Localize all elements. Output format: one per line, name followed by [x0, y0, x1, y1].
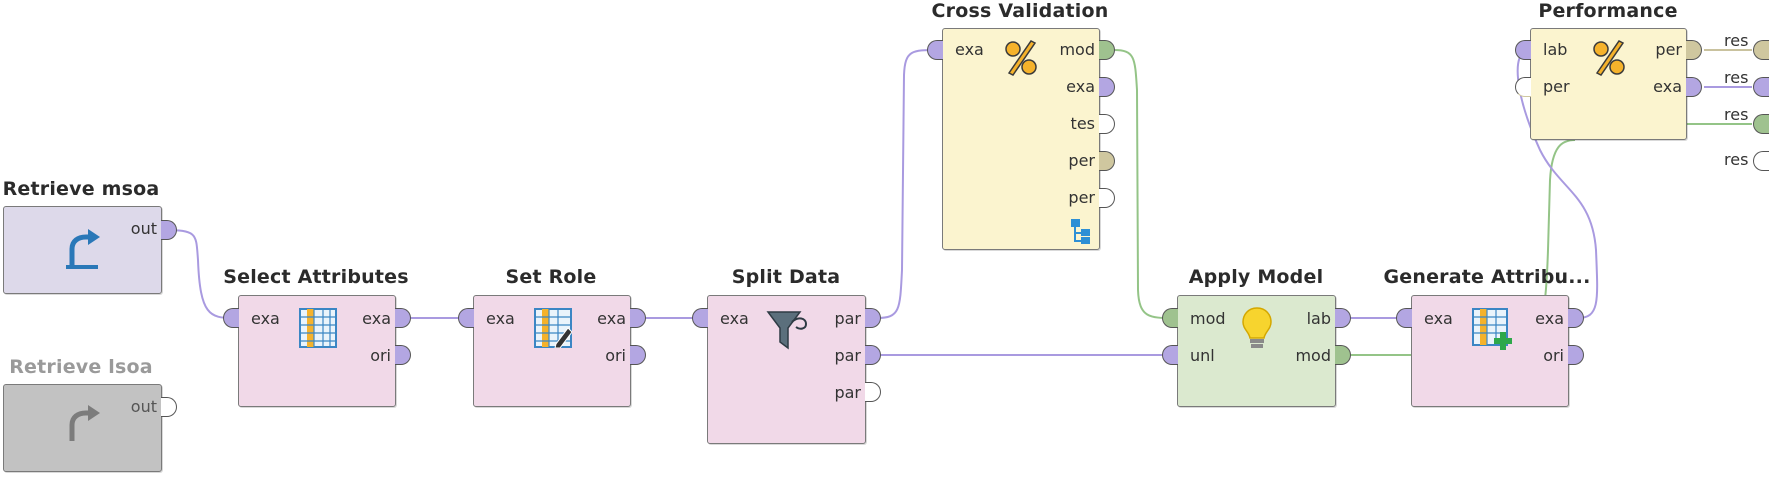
result-port-label-1: res — [1724, 31, 1749, 50]
generate-attributes-out-exa-label: exa — [1535, 309, 1564, 328]
operator-split-data-title: Split Data — [731, 266, 841, 288]
cross-validation-out-tes-label: tes — [1070, 114, 1095, 133]
lightbulb-icon — [1242, 307, 1272, 348]
split-data-out-par2-label: par — [834, 346, 861, 365]
performance-in-lab-label: lab — [1543, 40, 1568, 59]
performance-out-per-port[interactable] — [1686, 40, 1702, 60]
funnel-icon — [766, 311, 808, 350]
performance-out-per-label: per — [1655, 40, 1682, 59]
operator-retrieve-msoa[interactable]: out — [3, 206, 162, 294]
cross-validation-out-exa-port[interactable] — [1099, 77, 1115, 97]
retrieve-lsoa-out-label: out — [130, 397, 157, 416]
retrieve-msoa-out-port[interactable] — [161, 220, 177, 240]
cross-validation-in-exa-port[interactable] — [927, 40, 943, 60]
result-port-label-3: res — [1724, 105, 1749, 124]
performance-out-exa-port[interactable] — [1686, 77, 1702, 97]
apply-model-in-unl-port[interactable] — [1162, 345, 1178, 365]
set-role-out-exa-port[interactable] — [630, 308, 646, 328]
split-data-out-par2-port[interactable] — [865, 345, 881, 365]
split-data-in-exa-label: exa — [720, 309, 749, 328]
wire-crossval-to-applymodel[interactable] — [1113, 49, 1174, 319]
cross-validation-out-mod-label: mod — [1059, 40, 1095, 59]
operator-apply-model[interactable]: mod unl lab mod — [1177, 295, 1336, 407]
retrieve-msoa-out-label: out — [130, 219, 157, 238]
operator-split-data[interactable]: exa par par par — [707, 295, 866, 444]
subprocess-icon — [1071, 219, 1090, 244]
operator-set-role-title: Set Role — [505, 266, 597, 288]
result-port-label-4: res — [1724, 150, 1749, 169]
apply-model-out-lab-port[interactable] — [1335, 308, 1351, 328]
select-attributes-out-ori-label: ori — [370, 346, 391, 365]
performance-in-per-port[interactable] — [1515, 77, 1531, 97]
split-data-in-exa-port[interactable] — [692, 308, 708, 328]
cross-validation-out-tes-port[interactable] — [1099, 114, 1115, 134]
generate-attributes-out-ori-label: ori — [1543, 346, 1564, 365]
operator-performance-title: Performance — [1538, 0, 1678, 22]
cross-validation-out-per1-label: per — [1068, 151, 1095, 170]
operator-retrieve-lsoa[interactable]: out — [3, 384, 162, 472]
cross-validation-out-mod-port[interactable] — [1099, 40, 1115, 60]
apply-model-in-mod-port[interactable] — [1162, 308, 1178, 328]
split-data-out-par3-label: par — [834, 383, 861, 402]
table-add-icon — [1472, 308, 1512, 350]
generate-attributes-out-exa-port[interactable] — [1568, 308, 1584, 328]
select-attributes-out-exa-label: exa — [362, 309, 391, 328]
retrieve-lsoa-out-port[interactable] — [161, 397, 177, 417]
operator-retrieve-msoa-title: Retrieve msoa — [2, 178, 160, 200]
set-role-in-exa-label: exa — [486, 309, 515, 328]
operator-set-role[interactable]: exa exa ori — [473, 295, 631, 407]
split-data-out-par1-port[interactable] — [865, 308, 881, 328]
apply-model-in-mod-label: mod — [1190, 309, 1226, 328]
set-role-out-ori-port[interactable] — [630, 345, 646, 365]
select-attributes-out-ori-port[interactable] — [395, 345, 411, 365]
cross-validation-out-per2-port[interactable] — [1099, 188, 1115, 208]
set-role-out-ori-label: ori — [605, 346, 626, 365]
operator-generate-attributes[interactable]: exa exa ori — [1411, 295, 1569, 407]
retrieve-arrow-icon — [66, 229, 100, 269]
cross-validation-out-per2-label: per — [1068, 188, 1095, 207]
operator-cross-validation[interactable]: exa mod exa tes per per — [942, 28, 1100, 250]
result-port-2[interactable] — [1753, 77, 1769, 97]
set-role-in-exa-port[interactable] — [458, 308, 474, 328]
result-port-1[interactable] — [1753, 40, 1769, 60]
split-data-out-par1-label: par — [834, 309, 861, 328]
apply-model-out-mod-port[interactable] — [1335, 345, 1351, 365]
operator-performance[interactable]: lab per per exa — [1530, 28, 1687, 140]
result-port-3[interactable] — [1753, 114, 1769, 134]
select-attributes-out-exa-port[interactable] — [395, 308, 411, 328]
wire-generate-to-performance[interactable] — [1516, 49, 1599, 319]
operator-select-attributes-title: Select Attributes — [223, 266, 409, 288]
performance-out-exa-label: exa — [1653, 77, 1682, 96]
select-attributes-in-exa-port[interactable] — [223, 308, 239, 328]
set-role-out-exa-label: exa — [597, 309, 626, 328]
apply-model-in-unl-label: unl — [1190, 346, 1215, 365]
generate-attributes-out-ori-port[interactable] — [1568, 345, 1584, 365]
result-port-4[interactable] — [1753, 151, 1769, 171]
cross-validation-in-exa-label: exa — [955, 40, 984, 59]
result-port-label-2: res — [1724, 68, 1749, 87]
performance-in-lab-port[interactable] — [1515, 40, 1531, 60]
generate-attributes-in-exa-label: exa — [1424, 309, 1453, 328]
performance-in-per-label: per — [1543, 77, 1570, 96]
table-columns-icon — [299, 308, 337, 348]
retrieve-arrow-icon — [69, 405, 100, 441]
wire-split-to-crossval[interactable] — [876, 49, 939, 319]
operator-generate-attributes-title: Generate Attribu... — [1383, 266, 1591, 288]
table-edit-icon — [534, 308, 572, 348]
percent-icon — [1005, 40, 1037, 76]
operator-cross-validation-title: Cross Validation — [931, 0, 1109, 22]
apply-model-out-lab-label: lab — [1306, 309, 1331, 328]
wire-retrieve-to-select[interactable] — [163, 229, 234, 319]
generate-attributes-in-exa-port[interactable] — [1396, 308, 1412, 328]
select-attributes-in-exa-label: exa — [251, 309, 280, 328]
cross-validation-out-exa-label: exa — [1066, 77, 1095, 96]
cross-validation-out-per1-port[interactable] — [1099, 151, 1115, 171]
apply-model-out-mod-label: mod — [1295, 346, 1331, 365]
percent-icon — [1593, 40, 1625, 76]
split-data-out-par3-port[interactable] — [865, 382, 881, 402]
operator-select-attributes[interactable]: exa exa ori — [238, 295, 396, 407]
operator-retrieve-lsoa-title: Retrieve lsoa — [9, 356, 153, 378]
operator-apply-model-title: Apply Model — [1188, 266, 1324, 288]
